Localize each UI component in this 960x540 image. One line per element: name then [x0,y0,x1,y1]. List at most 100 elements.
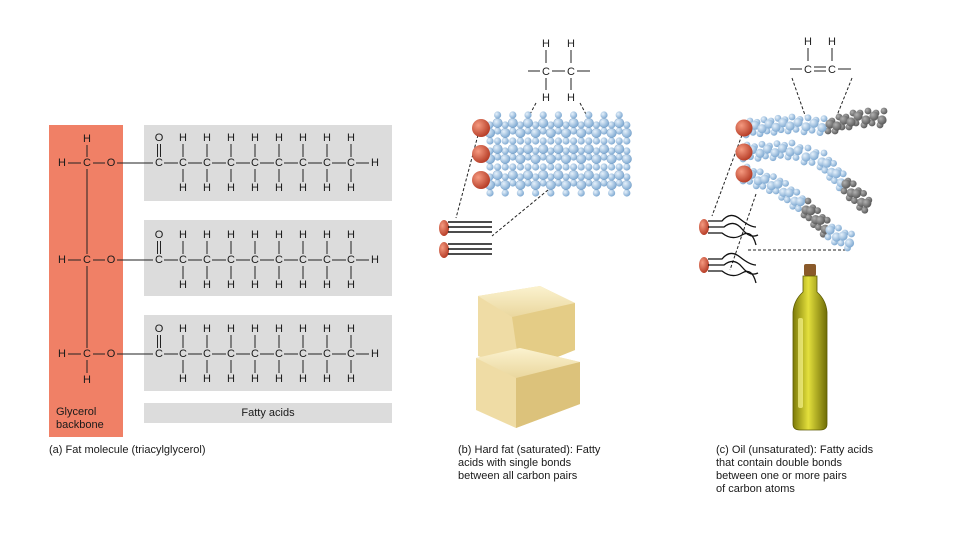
c-c-bead [750,120,760,130]
fa-h-bot-1-5: H [275,279,283,291]
c-h-bead [792,154,800,161]
b-h-bead [570,179,578,187]
b-h3: H [542,92,550,104]
b-h-bead [562,147,570,155]
fa-h-bot-0-1: H [179,182,187,194]
b-h-bead [547,147,555,155]
fa-h-bot-2-6: H [299,373,307,385]
b-c-bead [523,118,533,128]
b-h-bead [524,127,532,135]
c-h-bead [860,190,867,197]
fa-h-bot-2-5: H [275,373,283,385]
b-h-bead [509,127,517,135]
b-h-bead [494,179,502,187]
c-schematic-head [699,219,709,235]
b-h-bead [547,173,555,181]
b-h-bead [577,147,585,155]
fa-h-end-2: H [371,348,379,360]
b-h-bead [608,121,616,129]
c-h-bead [770,173,777,181]
b-dash-1 [527,102,537,119]
c-h-bead [782,180,789,187]
c-dash-4 [729,193,757,271]
glycerol-h-1: H [58,254,66,266]
oil-bottle-cork [804,264,816,276]
b-c-bead [523,170,533,180]
b-c-bead [492,170,503,180]
c-c-bead [778,118,788,128]
b-h-bead [539,127,547,135]
b-h-bead [623,121,631,129]
c-c-bead [793,145,803,156]
fa-c-1-6: C [299,254,307,266]
b-c-bead [530,154,541,164]
butter-bottom-top [476,348,580,378]
c-c-bead [831,169,842,179]
b-h-bead [562,121,570,129]
b-c-bead [621,180,632,190]
b-glycerol-bead [472,171,490,189]
c-h-bead [824,233,832,241]
b-h-bead [509,153,517,161]
fa-c-0-5: C [275,157,283,169]
b-c-bead [545,180,556,190]
fa-h-top-0-2: H [203,132,211,144]
fa-h-bot-1-2: H [203,279,211,291]
b-c-bead [568,118,579,128]
b-h-bead [623,189,631,197]
c-h-bead [788,139,796,147]
fa-c-1-5: C [275,254,283,266]
b-h-bead [577,189,585,197]
b-h-bead [547,121,555,129]
fa-c-0-4: C [251,157,259,169]
c-c-bead [839,115,849,125]
fa-c-0-7: C [323,157,331,169]
fa-c-2-4: C [251,348,259,360]
b-c-bead [530,180,541,190]
fa-c-1-3: C [227,254,235,266]
b-c-bead [621,128,632,138]
c-h-bead [830,160,837,167]
c-h-bead [758,140,766,148]
c-h-bead [820,115,828,122]
c-c-bead [784,188,794,198]
fa-h-bot-1-8: H [347,279,355,291]
fa-c-2-6: C [299,348,307,360]
b-c-bead [614,144,625,154]
b-h-bead [501,147,509,155]
c-c-bead [757,124,767,134]
fatty-acids-label: Fatty acids [144,403,392,423]
b-h-bead [600,153,608,161]
butter-bottom-side [516,362,580,428]
c-c-bead [862,198,872,208]
fa-h-bot-0-5: H [275,182,283,194]
c-h1: H [804,36,812,48]
b-h-bead [516,121,525,129]
fa-h-top-1-2: H [203,229,211,241]
b-h-bead [608,137,616,145]
fa-h-bot-0-2: H [203,182,211,194]
b-h-bead [547,163,555,171]
b-h-bead [532,173,540,181]
fa-c-1-1: C [179,254,187,266]
fa-c-0-1: C [179,157,187,169]
b-h-bead [623,147,631,155]
b-h-bead [532,147,540,155]
fa-h-top-2-5: H [275,323,283,335]
b-h2: H [567,38,575,50]
glycerol-backbone-label: Glycerol backbone [49,403,123,437]
b-h-bead [592,189,601,197]
fa-c-2-8: C [347,348,355,360]
c-schematic-tail [708,252,757,266]
fa-h-bot-0-8: H [347,182,355,194]
c-c-bead [846,117,856,127]
fa-h-bot-0-3: H [227,182,235,194]
b-h-bead [524,153,532,161]
c-c-bead [869,111,879,121]
b-c-bead [591,154,602,164]
glycerol-top-h: H [83,133,91,145]
fa-c-2-2: C [203,348,211,360]
b-glycerol-bead [472,145,490,163]
fa-h-end-0: H [371,157,379,169]
b-h-bead [592,147,601,155]
